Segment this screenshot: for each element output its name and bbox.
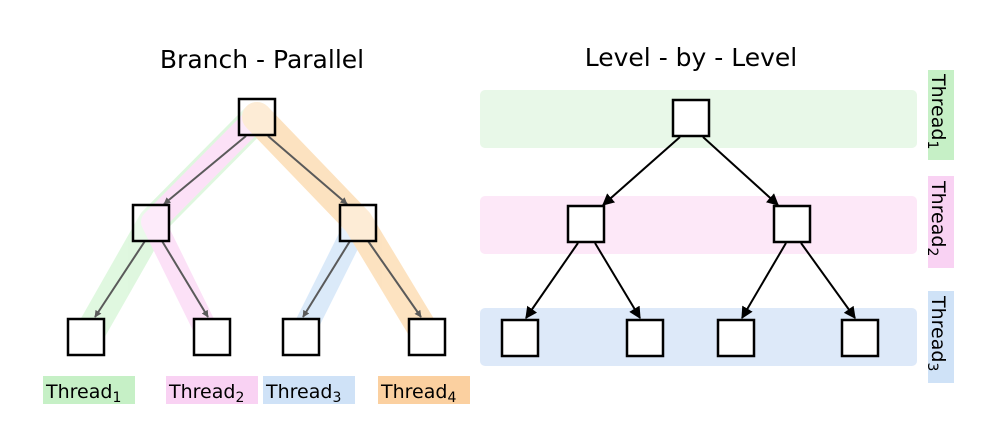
- thread-4-highlight: [242, 102, 443, 353]
- thread-3-label: Thread3: [265, 381, 341, 406]
- edge-r-r-to-rl: [741, 242, 787, 320]
- right-panel-title: Level - by - Level: [585, 43, 797, 72]
- level-2-thread-label: Thread2: [924, 180, 949, 256]
- level-2-label-bg: [928, 176, 954, 268]
- edge-r-root-to-right: [702, 136, 779, 206]
- node-leaf-4: [407, 317, 447, 357]
- left-tree-nodes: [66, 97, 447, 357]
- node-leaf-1: [66, 317, 106, 357]
- level-node-leaf-2: [625, 318, 665, 358]
- thread-1-label-bg: [43, 376, 135, 404]
- level-node-l1-right: [772, 204, 812, 244]
- thread-4-label: Thread4: [380, 381, 456, 406]
- edge-l-to-lr: [161, 240, 209, 318]
- thread-2-label: Thread2: [168, 381, 244, 406]
- edge-r-r-to-rr: [800, 242, 856, 319]
- level-3-label-bg: [928, 291, 954, 383]
- right-thread-labels: Thread1 Thread2 Thread3: [924, 70, 954, 383]
- level-node-leaf-3: [716, 318, 756, 358]
- edge-r-l-to-ll: [525, 242, 579, 319]
- edge-l-to-ll: [94, 240, 146, 318]
- thread-2-highlight: [141, 105, 269, 350]
- node-leaf-3: [281, 317, 321, 357]
- thread-1-label: Thread1: [45, 381, 121, 406]
- node-leaf-2: [192, 317, 232, 357]
- left-panel-title: Branch - Parallel: [160, 45, 364, 74]
- level-node-root: [671, 98, 711, 138]
- level-2-band: [480, 196, 917, 254]
- level-3-thread-label: Thread3: [924, 295, 949, 371]
- edge-r-to-rl: [302, 240, 351, 318]
- level-3-band: [480, 308, 917, 366]
- right-tree-edges: [525, 136, 856, 320]
- level-node-leaf-1: [500, 318, 540, 358]
- thread-3-label-bg: [263, 376, 355, 404]
- left-thread-highlights: [72, 102, 443, 353]
- level-node-leaf-4: [840, 318, 880, 358]
- node-level1-right: [338, 203, 378, 243]
- level-node-l1-left: [566, 204, 606, 244]
- edge-r-to-rr: [367, 240, 422, 318]
- edge-r-root-to-left: [602, 136, 681, 206]
- node-root: [237, 97, 277, 137]
- level-1-label-bg: [928, 70, 954, 160]
- node-level1-left: [131, 203, 171, 243]
- level-1-thread-label: Thread1: [924, 73, 949, 149]
- edge-root-to-right: [267, 135, 348, 205]
- left-thread-labels: Thread1 Thread2 Thread3 Thread4: [43, 376, 470, 406]
- thread-4-label-bg: [378, 376, 470, 404]
- edge-root-to-left: [163, 135, 247, 205]
- edge-r-l-to-lr: [594, 242, 641, 320]
- right-tree-nodes: [500, 98, 880, 358]
- left-tree-edges: [94, 135, 422, 318]
- thread-2-label-bg: [166, 376, 258, 404]
